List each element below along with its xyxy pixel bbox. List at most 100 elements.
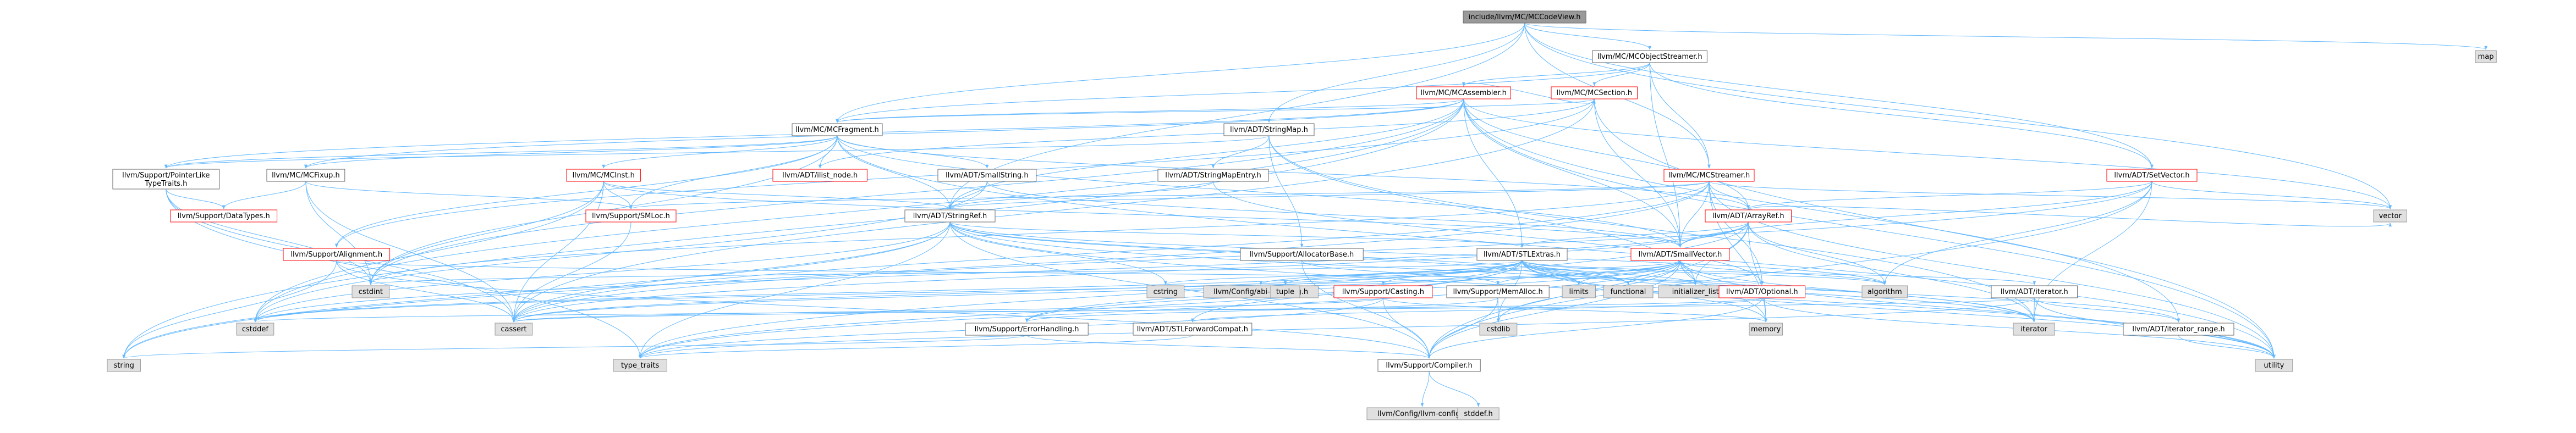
graph-node[interactable]: llvm/ADT/StringRef.h	[904, 209, 996, 223]
graph-node[interactable]: llvm/ADT/STLForwardCompat.h	[1133, 323, 1253, 336]
dependency-edge	[369, 181, 1710, 285]
graph-node[interactable]: llvm/ADT/iterator.h	[1991, 285, 2078, 298]
graph-node[interactable]: llvm/ADT/StringMap.h	[1223, 123, 1315, 136]
dependency-edge	[1268, 135, 1697, 285]
dependency-edge	[1213, 181, 1764, 285]
dependency-edge	[639, 260, 1523, 359]
node-label: cstddef	[242, 325, 269, 334]
dependency-edge	[819, 98, 1595, 169]
dependency-edge	[948, 181, 1213, 209]
dependency-edge	[1463, 98, 1524, 248]
node-box	[1562, 285, 1596, 298]
graph-node[interactable]: llvm/ADT/SmallVector.h	[1630, 248, 1730, 261]
dependency-edge	[2034, 297, 2180, 323]
node-box	[1463, 10, 1586, 24]
dependency-edge	[1268, 135, 2036, 323]
node-box	[1718, 285, 1806, 298]
graph-node[interactable]: llvm/Support/MemAlloc.h	[1446, 285, 1550, 298]
graph-node[interactable]: llvm/ADT/ilist_node.h	[772, 169, 867, 182]
graph-node[interactable]: llvm/Support/Alignment.h	[283, 248, 391, 261]
node-box	[1146, 285, 1185, 298]
node-label: cstdint	[359, 288, 383, 296]
dependency-edge	[1748, 221, 1887, 285]
node-box	[2123, 323, 2234, 336]
node-label: llvm/Support/Compiler.h	[1386, 362, 1472, 370]
graph-node[interactable]: llvm/MC/MCFragment.h	[792, 123, 883, 136]
graph-node: algorithm	[1861, 285, 1908, 298]
dependency-edge	[1268, 135, 1304, 248]
dependency-edge	[1594, 98, 2276, 359]
graph-node[interactable]: llvm/Support/ErrorHandling.h	[965, 323, 1089, 336]
node-label: llvm/Support/Casting.h	[1342, 288, 1424, 296]
dependency-edge	[512, 181, 604, 323]
dependency-edge	[837, 135, 1750, 209]
node-box	[2373, 209, 2407, 223]
graph-node[interactable]: llvm/MC/MCStreamer.h	[1663, 169, 1755, 182]
graph-node[interactable]: llvm/Support/Casting.h	[1333, 285, 1433, 298]
node-box	[170, 209, 278, 223]
graph-node[interactable]: llvm/MC/MCAssembler.h	[1416, 86, 1511, 99]
node-label: utility	[2264, 362, 2284, 370]
node-box	[495, 323, 533, 336]
dependency-edge	[1427, 297, 1762, 359]
dependency-edge	[1463, 98, 2276, 359]
graph-node[interactable]: llvm/ADT/StringMapEntry.h	[1157, 169, 1269, 182]
dependency-edge	[1463, 98, 2392, 209]
dependency-edge	[603, 181, 1682, 248]
graph-node[interactable]: llvm/ADT/iterator_range.h	[2123, 323, 2234, 336]
dependency-edge	[1522, 260, 1697, 285]
node-label: llvm/ADT/iterator_range.h	[2132, 325, 2225, 334]
node-label: llvm/Config/llvm-config.h	[1377, 410, 1466, 418]
dependency-edge	[512, 221, 631, 323]
node-box	[937, 169, 1037, 182]
node-box	[1630, 248, 1730, 261]
dependency-edge	[369, 98, 1464, 285]
graph-node[interactable]: llvm/MC/MCFixup.h	[266, 169, 345, 182]
dependency-edge	[164, 135, 838, 169]
dependency-edge	[254, 221, 951, 323]
node-label: llvm/Support/SMLoc.h	[592, 212, 670, 220]
graph-node[interactable]: llvm/ADT/SetVector.h	[2106, 169, 2198, 182]
node-label: string	[114, 362, 134, 370]
node-box	[2013, 323, 2055, 336]
graph-node: cstring	[1146, 285, 1185, 298]
dependency-edge	[122, 181, 1710, 359]
node-label: iterator	[2020, 325, 2047, 334]
node-label: initializer_list	[1672, 288, 1719, 296]
dependency-edge	[1748, 206, 2392, 227]
node-label: llvm/ADT/iterator.h	[2001, 288, 2068, 296]
graph-node[interactable]: llvm/ADT/SmallString.h	[937, 169, 1037, 182]
dependency-edge	[1649, 62, 1711, 169]
node-label: llvm/Support/ErrorHandling.h	[975, 325, 1079, 334]
graph-node: functional	[1603, 285, 1654, 298]
node-label: llvm/MC/MCFragment.h	[795, 126, 878, 134]
dependency-edge	[1191, 297, 1762, 323]
graph-node[interactable]: llvm/ADT/STLExtras.h	[1476, 248, 1568, 261]
graph-node[interactable]: llvm/Support/SMLoc.h	[585, 209, 677, 223]
graph-node[interactable]: llvm/Support/DataTypes.h	[170, 209, 278, 223]
dependency-edge	[512, 221, 951, 323]
dependency-edge	[639, 297, 2035, 359]
dependency-edge	[2178, 335, 2276, 359]
node-box	[2255, 359, 2293, 372]
graph-node[interactable]: llvm/Support/AllocatorBase.h	[1240, 248, 1364, 261]
graph-node[interactable]: include/llvm/MC/MCCodeView.h	[1463, 10, 1586, 24]
dependency-edge	[512, 221, 1749, 323]
dependency-edge	[1577, 260, 1680, 285]
node-label: memory	[1751, 325, 1781, 334]
graph-node: cstdint	[351, 285, 390, 298]
graph-node: cstddef	[236, 323, 274, 336]
graph-node[interactable]: llvm/MC/MCObjectStreamer.h	[1592, 50, 1707, 63]
graph-node[interactable]: llvm/ADT/ArrayRef.h	[1705, 209, 1792, 223]
dependency-edge	[1427, 297, 1498, 359]
graph-node[interactable]: llvm/MC/MCInst.h	[566, 169, 641, 182]
graph-node[interactable]: llvm/Support/Compiler.h	[1377, 359, 1481, 372]
graph-node: memory	[1749, 323, 1783, 336]
graph-node[interactable]: llvm/MC/MCSection.h	[1551, 86, 1638, 99]
dependency-edge	[164, 135, 1270, 169]
dependency-edge	[948, 181, 1710, 209]
graph-node[interactable]: llvm/ADT/Optional.h	[1718, 285, 1806, 298]
node-label: algorithm	[1868, 288, 1902, 296]
graph-node: initializer_list	[1658, 285, 1733, 298]
